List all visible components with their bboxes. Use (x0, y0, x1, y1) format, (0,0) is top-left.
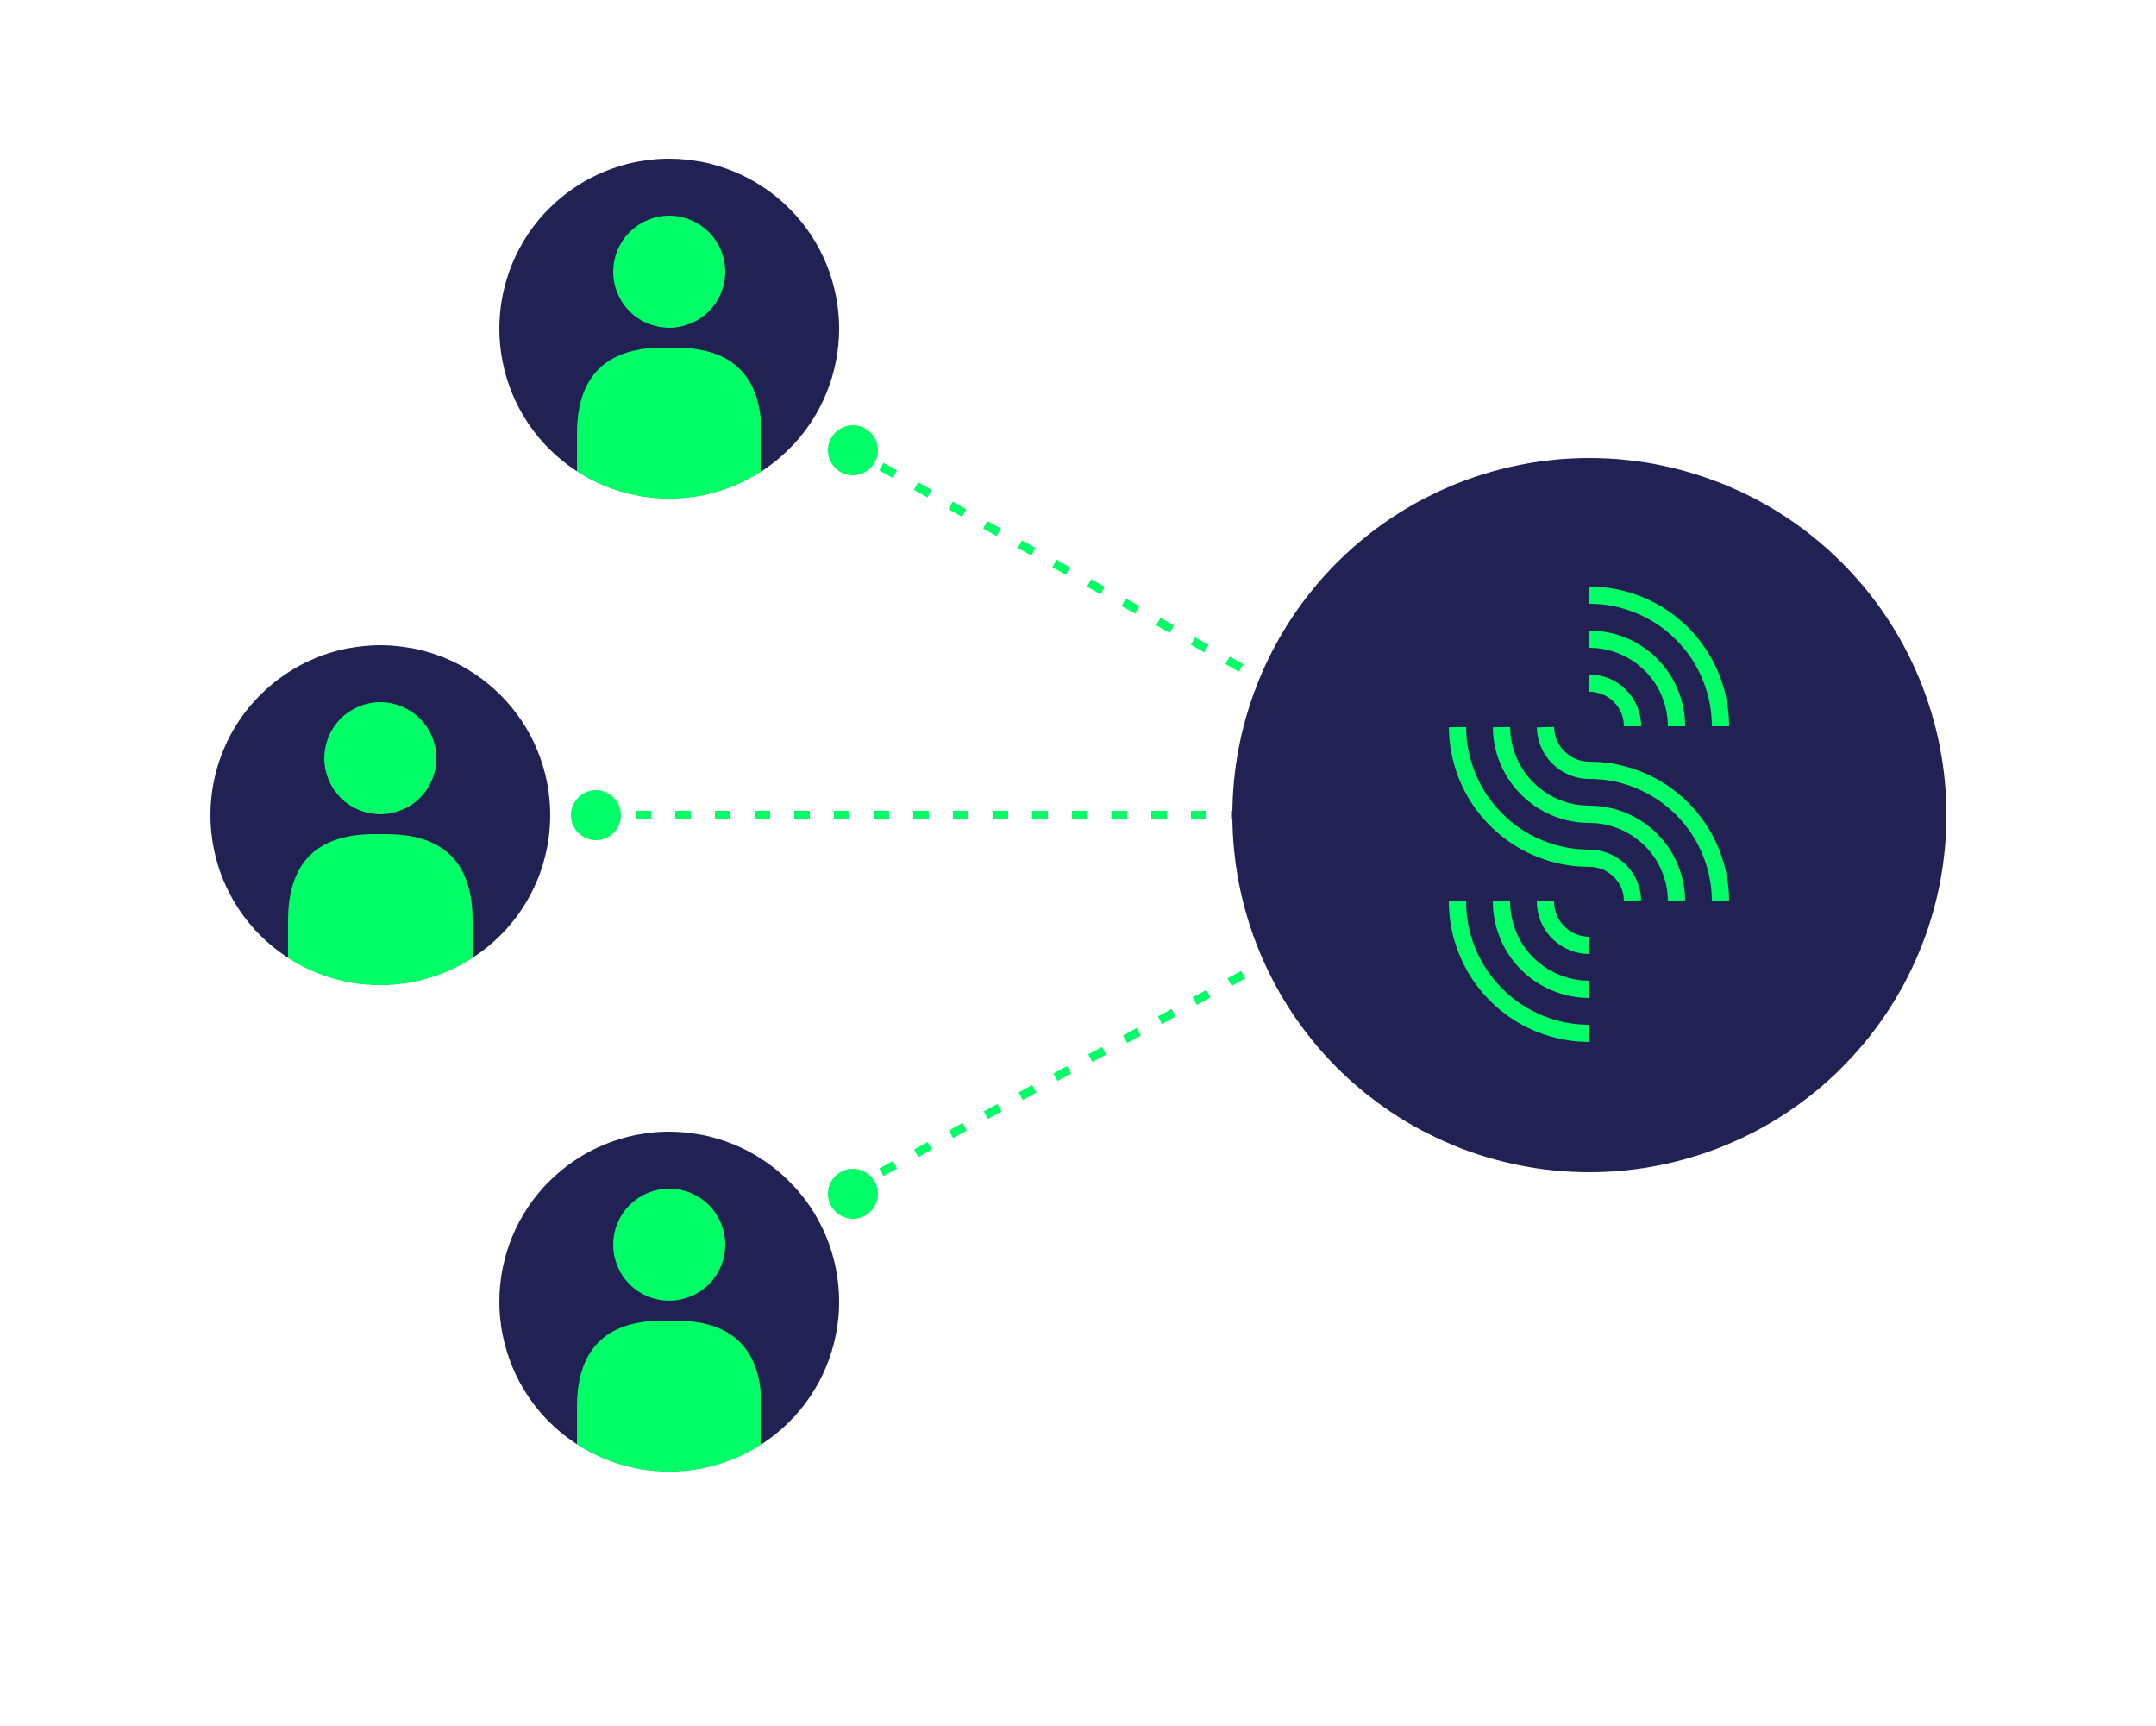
connector-dots (571, 425, 878, 1219)
connector-bottom (879, 962, 1262, 1177)
brand-logo-icon (1449, 587, 1729, 1042)
connector-dot-top (828, 425, 878, 475)
user-icon (577, 216, 761, 499)
hub-node (1232, 458, 1946, 1172)
user-node-middle (210, 645, 550, 985)
user-icon (577, 1189, 761, 1472)
user-node-top (499, 159, 839, 499)
user-node-bottom (499, 1132, 839, 1472)
connector-dot-bottom (828, 1169, 878, 1219)
connectors (636, 462, 1262, 1177)
user-icon (288, 702, 473, 985)
connector-top (879, 462, 1262, 682)
connector-dot-middle (571, 790, 621, 840)
